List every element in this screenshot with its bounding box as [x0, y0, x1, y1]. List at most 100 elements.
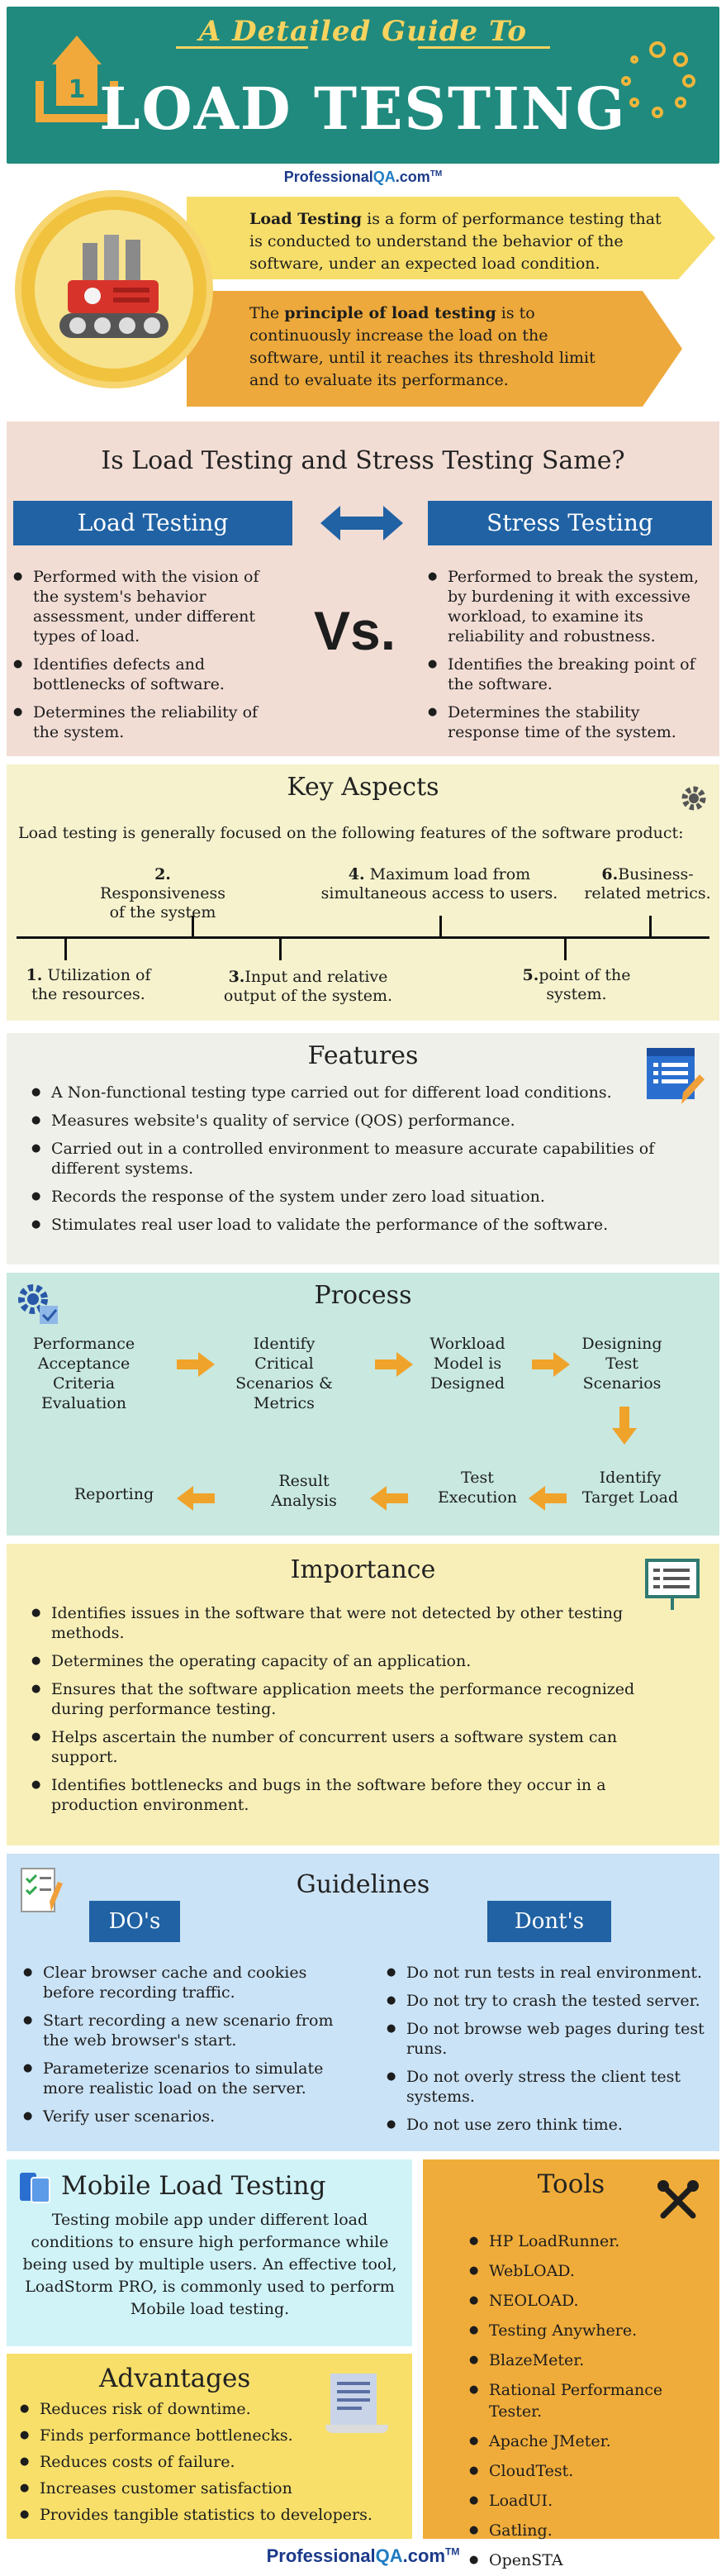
feature-item: Measures website's quality of service (Q… — [31, 1111, 659, 1131]
features-section: Features A Non-functional testing type c… — [7, 1033, 719, 1264]
gear-icon — [680, 784, 708, 812]
load-vs-stress-section: Is Load Testing and Stress Testing Same?… — [7, 421, 719, 756]
tool-item: HP LoadRunner. — [469, 2231, 709, 2252]
load-testing-list: Performed with the vision of the system'… — [13, 567, 286, 750]
machine-icon — [59, 235, 168, 338]
process-step-5: Identify Target Load — [581, 1469, 679, 1507]
header-title: LOAD TESTING — [99, 74, 627, 143]
tool-item: NEOLOAD. — [469, 2290, 709, 2312]
tool-item: Gatling. — [469, 2520, 709, 2541]
dont-item: Do not use zero think time. — [387, 2115, 713, 2135]
mobile-title: Mobile Load Testing — [61, 2171, 326, 2201]
stress-testing-label: Stress Testing — [428, 501, 712, 545]
tools-icon — [655, 2178, 701, 2224]
arrow-down-icon — [612, 1407, 637, 1445]
importance-title: Importance — [290, 1555, 436, 1584]
load-testing-point: Determines the reliability of the system… — [13, 702, 286, 742]
tool-item: OpenSTA — [469, 2550, 709, 2571]
aspect-1: 1. Utilization of the resources. — [26, 966, 151, 1003]
brand-logo-footer: ProfessionalQA.comTM — [266, 2545, 460, 2566]
presentation-board-icon — [643, 1555, 701, 1613]
key-aspects-section: Key Aspects Load testing is generally fo… — [7, 764, 719, 1021]
tool-item: LoadUI. — [469, 2490, 709, 2512]
intro-badge — [15, 190, 213, 388]
guidelines-section: Guidelines DO's Dont's Clear browser cac… — [7, 1854, 719, 2151]
do-item: Start recording a new scenario from the … — [23, 2011, 362, 2050]
process-title: Process — [314, 1281, 412, 1310]
guidelines-title: Guidelines — [296, 1870, 430, 1899]
tool-item: WebLOAD. — [469, 2260, 709, 2282]
dont-item: Do not try to crash the tested server. — [387, 1991, 713, 2011]
versus-title: Is Load Testing and Stress Testing Same? — [101, 446, 625, 475]
advantages-title: Advantages — [99, 2364, 251, 2393]
arrow-right-icon — [177, 1352, 215, 1377]
double-arrow-icon — [320, 504, 403, 542]
vs-label: Vs. — [314, 600, 396, 661]
tools-list: HP LoadRunner. WebLOAD. NEOLOAD. Testing An… — [469, 2231, 709, 2576]
settings-check-icon — [15, 1281, 61, 1327]
upload-icon: 1 — [31, 31, 122, 131]
dos-list: Clear browser cache and cookies before r… — [23, 1963, 362, 2135]
load-testing-point: Performed with the vision of the system'… — [13, 567, 286, 646]
importance-item: Identifies issues in the software that w… — [31, 1603, 667, 1643]
tool-item: Rational Performance Tester. — [469, 2379, 709, 2422]
feature-item: Records the response of the system under… — [31, 1187, 659, 1207]
process-step-8: Reporting — [74, 1485, 154, 1503]
advantage-item: Reduces costs of failure. — [20, 2453, 408, 2471]
process-step-1: Performance Acceptance Criteria Evaluati… — [32, 1335, 135, 1412]
importance-item: Identifies bottlenecks and bugs in the s… — [31, 1775, 667, 1815]
arrow-right-icon — [532, 1352, 570, 1377]
tool-item: Testing Anywhere. — [469, 2320, 709, 2341]
aspect-3: 3.Input and relative output of the syste… — [223, 968, 393, 1005]
stress-testing-point: Performed to break the system, by burden… — [428, 567, 713, 646]
importance-item: Determines the operating capacity of an … — [31, 1651, 667, 1671]
dont-item: Do not overly stress the client test sys… — [387, 2067, 713, 2107]
process-section: Process Performance Acceptance Criteria … — [7, 1273, 719, 1536]
load-testing-point: Identifies defects and bottlenecks of so… — [13, 655, 286, 694]
tool-item: BlazeMeter. — [469, 2350, 709, 2371]
advantage-item: Finds performance bottlenecks. — [20, 2426, 408, 2445]
aspect-5: 5.point of the system. — [522, 966, 631, 1003]
feature-item: Stimulates real user load to validate th… — [31, 1215, 659, 1235]
importance-item: Ensures that the software application me… — [31, 1679, 667, 1719]
intro-section: Load Testing is a form of performance te… — [7, 190, 719, 407]
header-banner: 1 A Detailed Guide To LOAD TESTING — [7, 7, 719, 164]
process-step-3: Workload Model is Designed — [429, 1335, 505, 1393]
brand-logo: ProfessionalQA.comTM — [283, 169, 443, 185]
document-edit-icon — [642, 1043, 708, 1109]
dos-label: DO's — [89, 1901, 180, 1942]
importance-list: Identifies issues in the software that w… — [31, 1603, 667, 1823]
process-step-7: Result Analysis — [271, 1472, 337, 1510]
dont-item: Do not browse web pages during test runs… — [387, 2019, 713, 2059]
stress-testing-point: Identifies the breaking point of the sof… — [428, 655, 713, 694]
process-step-6: Test Execution — [437, 1469, 518, 1507]
arrow-right-icon — [375, 1352, 413, 1377]
process-step-4: Designing Test Scenarios — [581, 1335, 662, 1393]
svg-text:1: 1 — [69, 75, 86, 104]
tools-section: Tools HP LoadRunner. WebLOAD. NEOLOAD. Test… — [423, 2159, 719, 2571]
tools-title: Tools — [537, 2169, 605, 2199]
advantage-item: Increases customer satisfaction — [20, 2479, 408, 2497]
loading-spinner-icon — [616, 40, 699, 122]
mobile-devices-icon — [18, 2171, 55, 2204]
feature-item: Carried out in a controlled environment … — [31, 1139, 659, 1178]
intro-principle: The principle of load testing is to cont… — [187, 291, 682, 407]
load-testing-label: Load Testing — [13, 501, 292, 545]
aspect-6: 6.Business-related metrics. — [584, 865, 711, 902]
stress-testing-point: Determines the stability response time o… — [428, 702, 713, 742]
arrow-left-icon — [529, 1486, 567, 1511]
advantages-section: Advantages Reduces risk of downtime.Find… — [7, 2354, 412, 2539]
do-item: Clear browser cache and cookies before r… — [23, 1963, 362, 2002]
donts-label: Dont's — [487, 1901, 611, 1942]
features-list: A Non-functional testing type carried ou… — [31, 1083, 659, 1243]
arrow-left-icon — [370, 1486, 408, 1511]
checklist-icon — [18, 1865, 64, 1915]
do-item: Verify user scenarios. — [23, 2107, 362, 2126]
header-subtitle: A Detailed Guide To — [198, 15, 528, 48]
dont-item: Do not run tests in real environment. — [387, 1963, 713, 1983]
importance-section: Importance Identifies issues in the soft… — [7, 1544, 719, 1845]
feature-item: A Non-functional testing type carried ou… — [31, 1083, 659, 1102]
tool-item: Apache JMeter. — [469, 2431, 709, 2452]
key-aspects-intro: Load testing is generally focused on the… — [18, 824, 684, 842]
stress-testing-list: Performed to break the system, by burden… — [428, 567, 713, 750]
